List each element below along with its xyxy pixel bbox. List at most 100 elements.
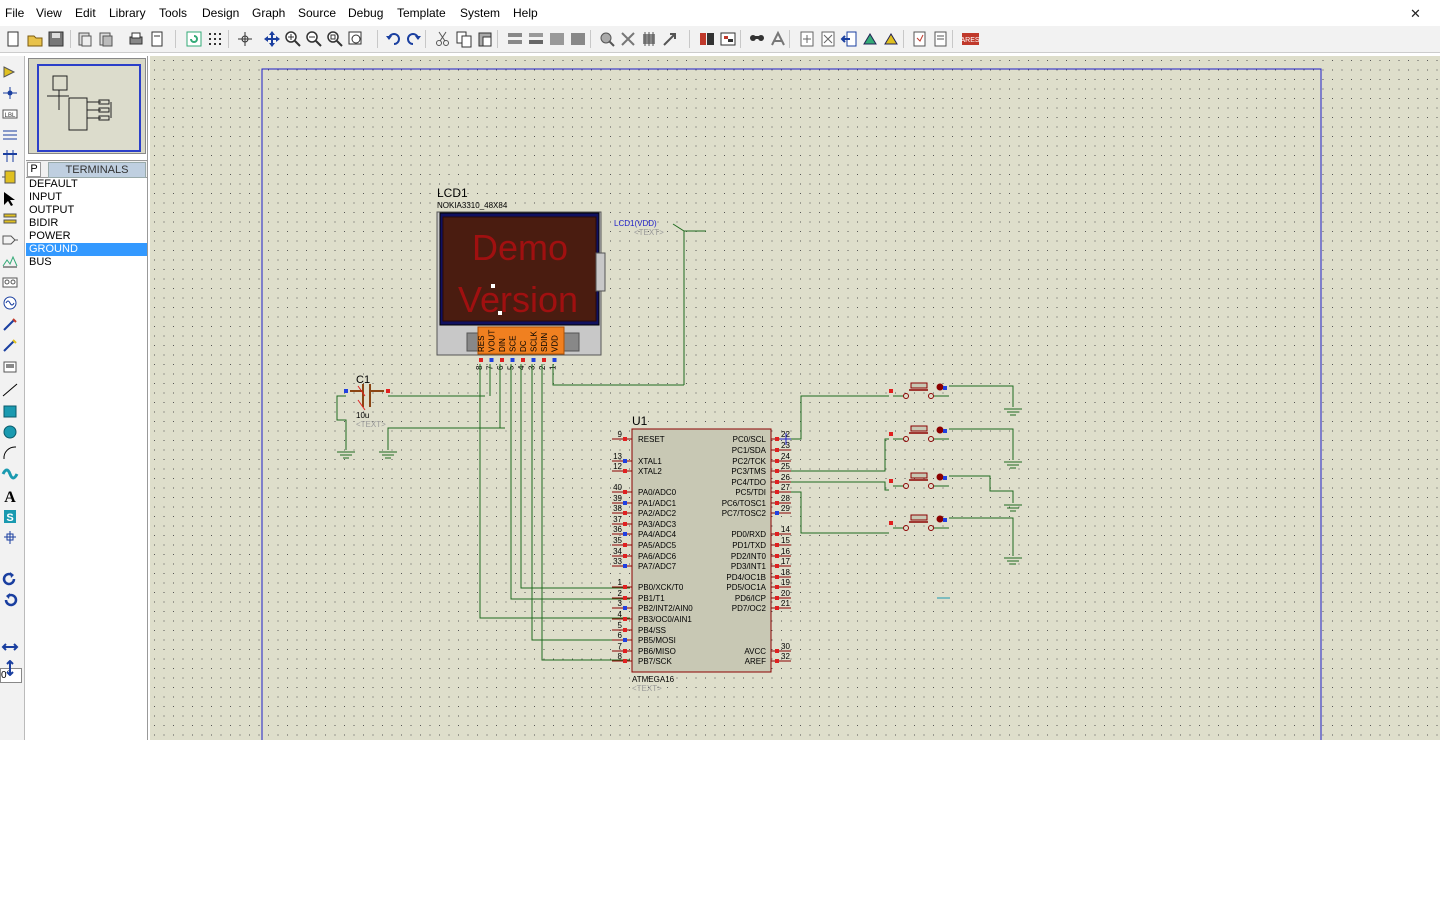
lcd-pin-4[interactable] [521, 358, 525, 362]
button-contact[interactable] [903, 436, 909, 442]
path-2d-icon[interactable] [1, 466, 19, 482]
terminal-item-output[interactable]: OUTPUT [29, 204, 75, 216]
pushbutton-cap[interactable] [910, 382, 928, 389]
close-window-button[interactable]: ✕ [1410, 6, 1436, 22]
button-contact[interactable] [903, 525, 909, 531]
origin-icon[interactable] [236, 30, 254, 48]
button-pin[interactable] [943, 429, 947, 433]
save-file-icon[interactable] [47, 30, 65, 48]
netlist-icon[interactable] [911, 30, 929, 48]
graph-mode-icon[interactable] [1, 253, 19, 269]
virtual-instruments-icon[interactable] [1, 358, 19, 374]
mcu-pin-13[interactable] [623, 459, 627, 463]
lcd-marker[interactable] [498, 311, 502, 315]
mcu-pin-4[interactable] [623, 617, 627, 621]
lcd-pin-3[interactable] [531, 358, 536, 362]
import-icon[interactable] [76, 30, 94, 48]
rotate-clockwise-icon[interactable] [1, 571, 19, 587]
search-icon[interactable] [748, 30, 766, 48]
lcd-side-tab[interactable] [595, 252, 606, 292]
wire-label-icon[interactable]: LBL [1, 106, 19, 122]
mcu-pin-23[interactable] [775, 448, 779, 452]
lcd-pin-8[interactable] [479, 358, 483, 362]
make-device-icon[interactable] [619, 30, 637, 48]
button-contact[interactable] [928, 525, 934, 531]
zoom-out-icon[interactable] [305, 30, 323, 48]
mcu-pin-19[interactable] [775, 585, 779, 589]
pushbutton-cap[interactable] [910, 472, 928, 479]
pushbutton-indicator[interactable] [936, 473, 944, 481]
mcu-pin-30[interactable] [775, 649, 779, 653]
search-tag-icon[interactable] [719, 30, 737, 48]
mcu-pin-35[interactable] [623, 543, 627, 547]
mcu-pin-18[interactable] [775, 575, 779, 579]
mcu-pin-34[interactable] [623, 554, 627, 558]
pushbutton-cap[interactable] [910, 514, 928, 521]
component-mode-icon[interactable] [1, 64, 19, 80]
mcu-pin-36[interactable] [623, 532, 627, 536]
mcu-pin-15[interactable] [775, 543, 779, 547]
mcu-pin-26[interactable] [775, 480, 779, 484]
mcu-pin-32[interactable] [775, 659, 779, 663]
menu-design[interactable]: Design [202, 6, 240, 20]
mirror-horizontal-icon[interactable] [1, 639, 19, 655]
mcu-pin-9[interactable] [623, 437, 627, 441]
terminal-item-bidir[interactable]: BIDIR [29, 217, 59, 229]
lcd-pin-7[interactable] [489, 358, 494, 362]
button-pin[interactable] [889, 479, 893, 483]
rotate-anticlockwise-icon[interactable] [1, 592, 19, 608]
mcu-pin-39[interactable] [623, 501, 627, 505]
lcd-pin-2[interactable] [542, 358, 546, 362]
mirror-vertical-icon[interactable] [1, 659, 19, 677]
cap-pin[interactable] [344, 389, 348, 393]
current-probe-icon[interactable] [1, 337, 19, 353]
mcu-pin-1[interactable] [623, 585, 627, 589]
mcu-body[interactable] [631, 428, 772, 673]
menu-source[interactable]: Source [298, 6, 337, 20]
wire-autorouter-icon[interactable] [698, 30, 716, 48]
button-pin[interactable] [943, 386, 947, 390]
mcu-pin-33[interactable] [623, 564, 627, 568]
export-icon[interactable] [97, 30, 115, 48]
mcu-pin-17[interactable] [775, 564, 779, 568]
pushbutton-indicator[interactable] [936, 515, 944, 523]
copy-icon[interactable] [455, 30, 473, 48]
mcu-pin-6[interactable] [623, 638, 627, 642]
lcd-connector-right[interactable] [562, 332, 580, 352]
redo-icon[interactable] [405, 30, 423, 48]
mcu-pin-12[interactable] [623, 469, 627, 473]
terminal-item-input[interactable]: INPUT [29, 191, 62, 203]
paste-icon[interactable] [476, 30, 494, 48]
menu-template[interactable]: Template [397, 6, 446, 20]
mcu-pin-25[interactable] [775, 469, 779, 473]
new-sheet-icon[interactable] [798, 30, 816, 48]
box-2d-icon[interactable] [1, 403, 19, 419]
menu-file[interactable]: File [5, 6, 25, 20]
undo-icon[interactable] [384, 30, 402, 48]
mcu-pin-38[interactable] [623, 511, 627, 515]
mcu-pin-8[interactable] [623, 659, 627, 663]
circle-2d-icon[interactable] [1, 424, 19, 440]
menu-graph[interactable]: Graph [252, 6, 286, 20]
terminal-item-default[interactable]: DEFAULT [29, 178, 78, 190]
button-pin[interactable] [889, 389, 893, 393]
button-contact[interactable] [928, 393, 934, 399]
zoom-all-icon[interactable] [326, 30, 344, 48]
mcu-pin-21[interactable] [775, 606, 779, 610]
button-pin[interactable] [943, 518, 947, 522]
junction-dot-icon[interactable] [1, 85, 19, 101]
menu-tools[interactable]: Tools [159, 6, 188, 20]
line-2d-icon[interactable] [1, 382, 19, 398]
symbol-2d-icon[interactable]: S [1, 508, 19, 524]
overview-window[interactable] [28, 58, 146, 154]
menu-edit[interactable]: Edit [75, 6, 96, 20]
exit-to-parent-icon[interactable] [840, 30, 858, 48]
electrical-check-icon[interactable] [882, 30, 900, 48]
zoom-in-icon[interactable] [284, 30, 302, 48]
arc-2d-icon[interactable] [1, 445, 19, 461]
mcu-pin-14[interactable] [775, 532, 779, 536]
mcu-pin-27[interactable] [775, 490, 779, 494]
menu-debug[interactable]: Debug [348, 6, 384, 20]
mcu-pin-5[interactable] [623, 628, 627, 632]
